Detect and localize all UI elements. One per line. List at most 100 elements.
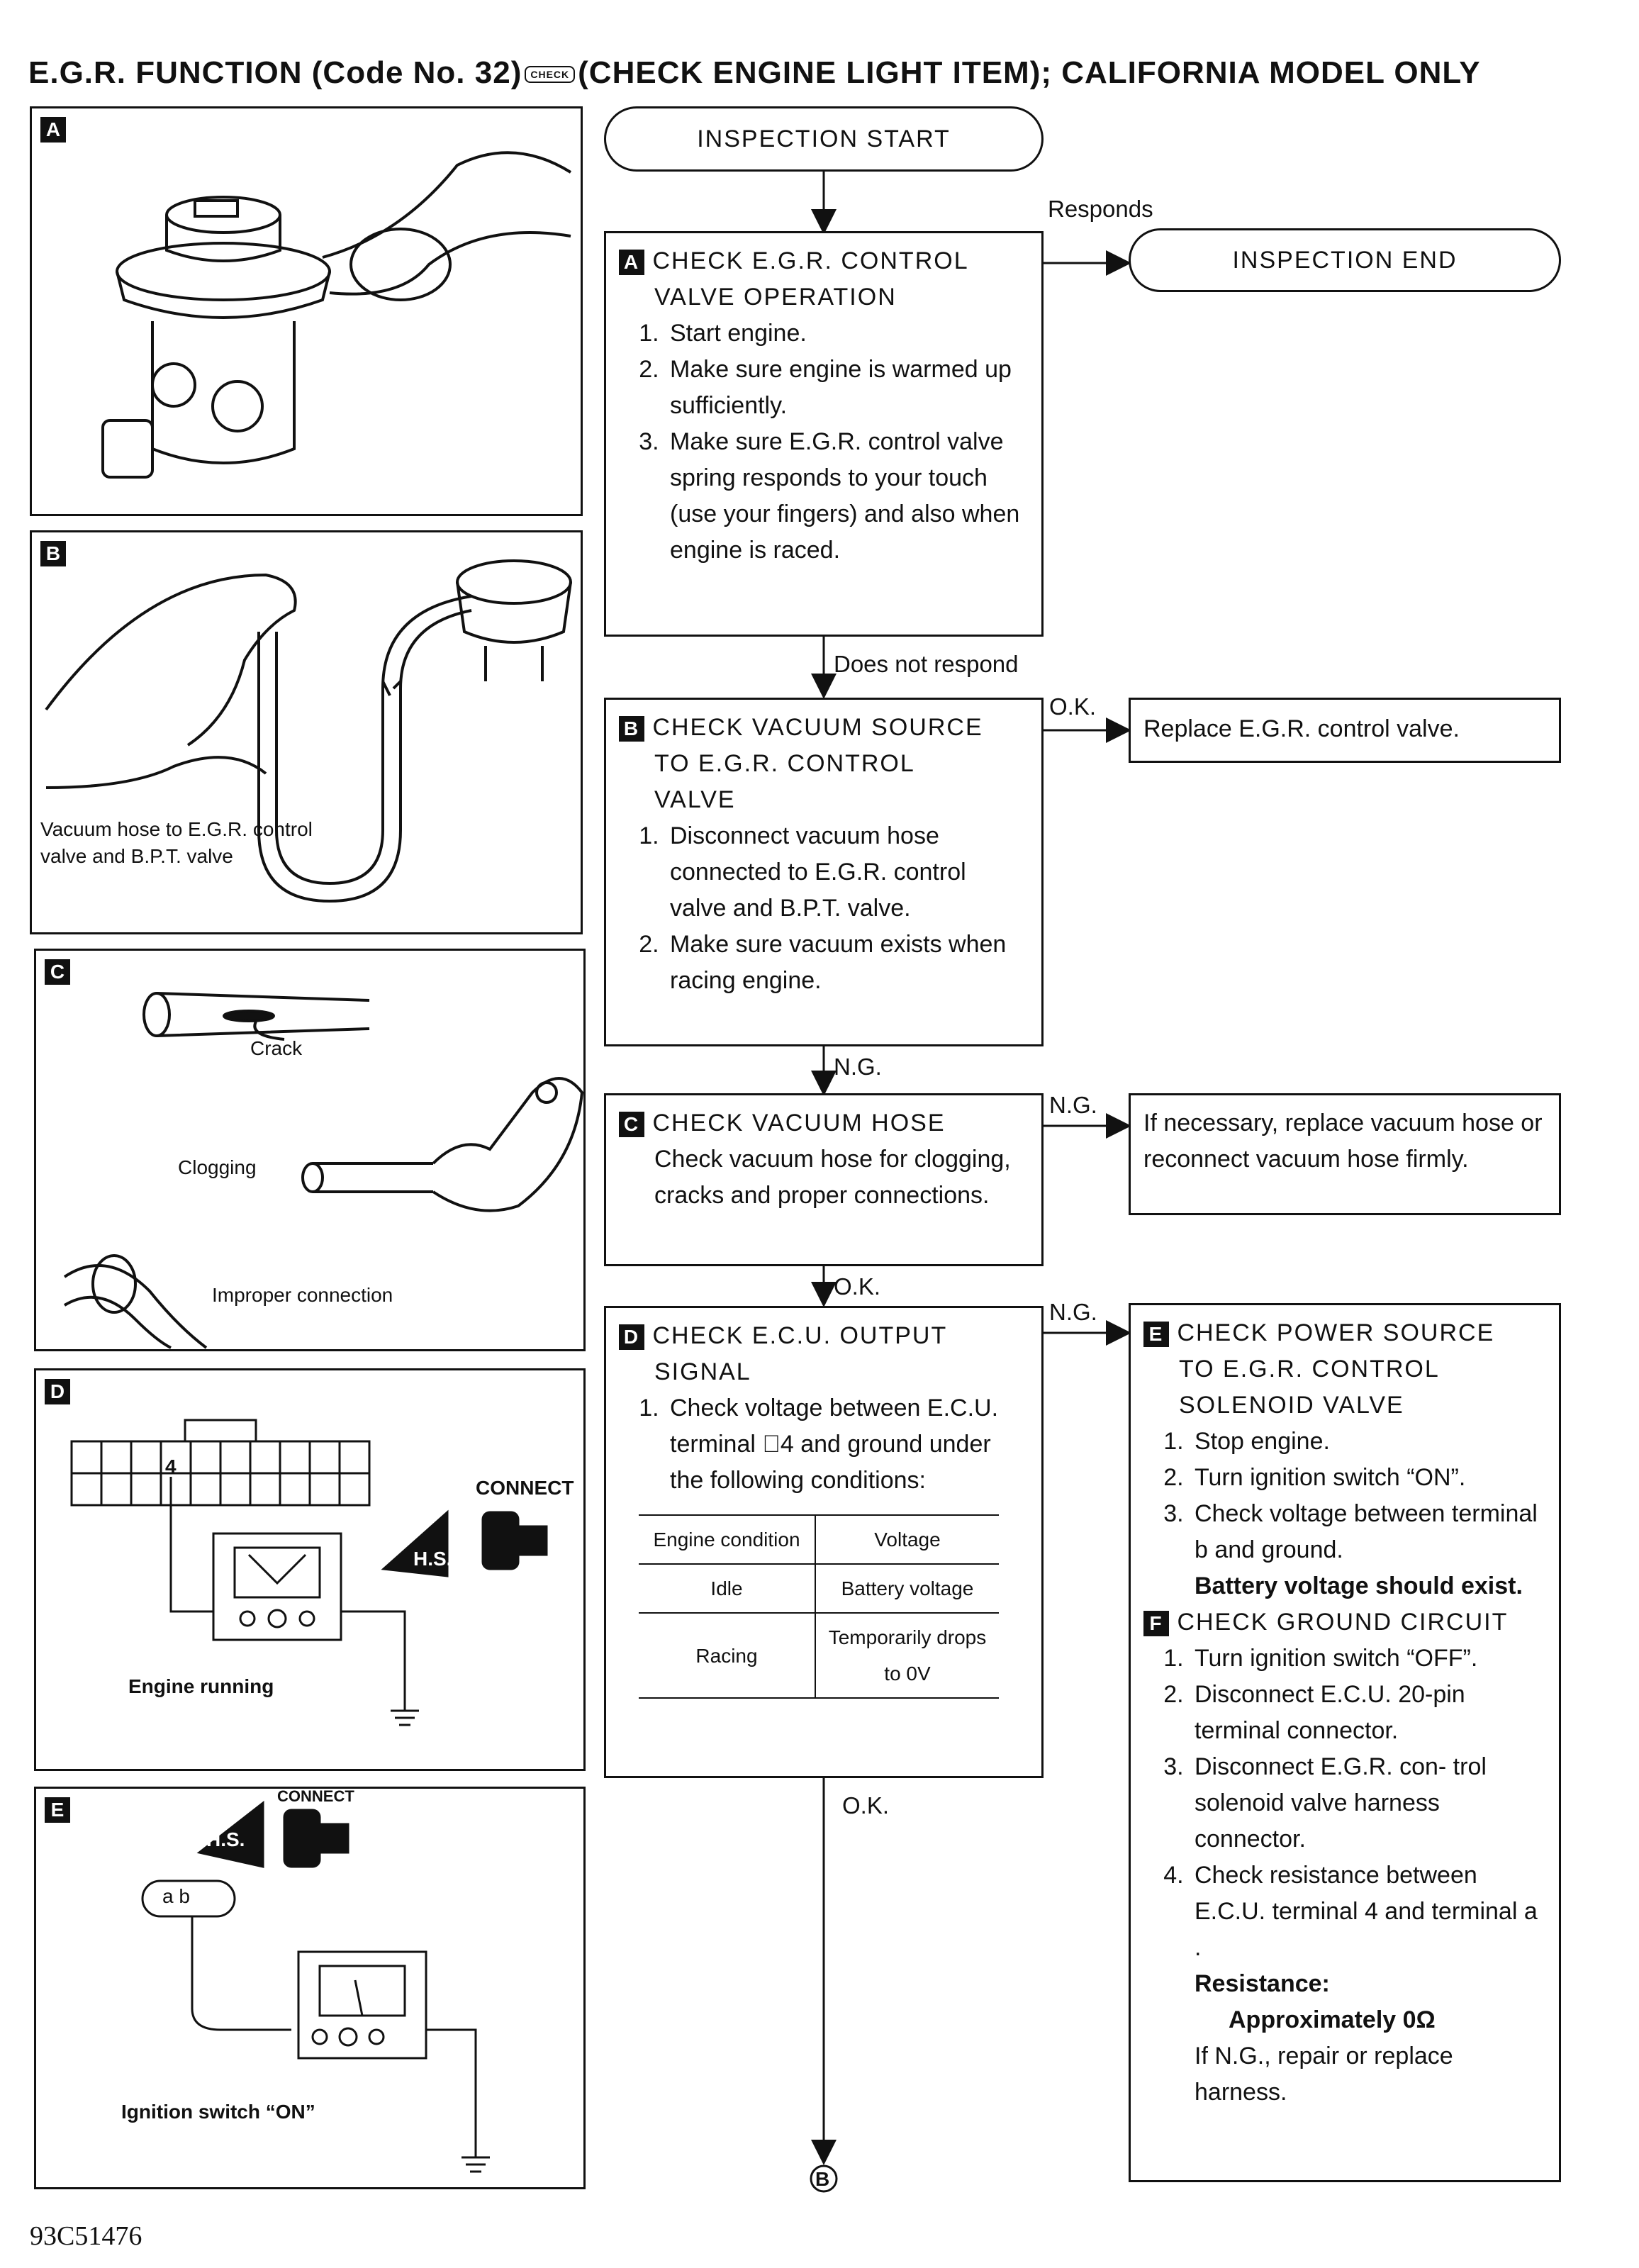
step-e-heading-2: TO E.G.R. CONTROL: [1179, 1356, 1440, 1382]
inspection-end: INSPECTION END: [1129, 228, 1561, 292]
title-prefix: E.G.R. FUNCTION (Code No. 32): [28, 55, 522, 90]
resistance-value: Approximately 0Ω: [1229, 2006, 1436, 2033]
step-e-heading: E CHECK POWER SOURCE: [1143, 1315, 1546, 1351]
label-ok-d: O.K.: [842, 1792, 890, 1819]
label-responds: Responds: [1048, 196, 1153, 222]
list-item: Check resistance between E.C.U. terminal…: [1190, 1858, 1546, 1966]
check-engine-icon: CHECK: [525, 66, 576, 84]
table-cell: Racing: [639, 1612, 815, 1699]
table-header: Voltage: [815, 1514, 999, 1564]
voltage-table: Engine condition Voltage Idle Battery vo…: [639, 1514, 999, 1699]
step-d-letter: D: [619, 1324, 644, 1350]
step-a-heading: A CHECK E.G.R. CONTROL: [619, 243, 1029, 279]
table-row: Racing Temporarily drops to 0V: [639, 1612, 999, 1699]
list-item: Turn ignition switch “ON”.: [1190, 1460, 1546, 1496]
step-c-body: Check vacuum hose for clogging, cracks a…: [654, 1146, 1011, 1209]
step-a-box: A CHECK E.G.R. CONTROL VALVE OPERATION S…: [604, 231, 1044, 637]
figure-code: 93C51476: [30, 2221, 142, 2251]
inspection-start: INSPECTION START: [604, 106, 1044, 172]
vacuum-hose-illustration: [45, 559, 572, 903]
panel-d-caption: Engine running: [128, 1675, 274, 1697]
step-b-heading-2: TO E.G.R. CONTROL: [654, 750, 915, 777]
step-c-heading: C CHECK VACUUM HOSE: [619, 1105, 1029, 1141]
egr-valve-illustration: [101, 151, 572, 479]
step-b-letter: B: [619, 716, 644, 742]
panel-e-letter: E: [45, 1797, 70, 1823]
step-d-list: Check voltage between E.C.U. terminal ⃝4…: [619, 1390, 1029, 1499]
panel-d-letter: D: [45, 1379, 70, 1404]
panel-b-letter: B: [40, 541, 66, 566]
step-e-heading-3: SOLENOID VALVE: [1179, 1392, 1404, 1419]
panel-d: D 4 H.S. CONNECT Engine running: [34, 1368, 586, 1771]
panel-c-crack-label: Crack: [250, 1037, 303, 1059]
panel-e-caption: Ignition switch “ON”: [121, 2101, 315, 2123]
step-d-heading: D CHECK E.C.U. OUTPUT: [619, 1318, 1029, 1354]
panel-d-pin-label: 4: [165, 1456, 177, 1477]
list-item: Disconnect E.G.R. con- trol solenoid val…: [1190, 1749, 1546, 1858]
list-item: Make sure engine is warmed up sufficient…: [666, 352, 1029, 424]
panel-c: C Crack Clogging Improper connection: [34, 949, 586, 1351]
step-d-box: D CHECK E.C.U. OUTPUT SIGNAL Check volta…: [604, 1306, 1044, 1778]
list-item: Disconnect vacuum hose connected to E.G.…: [666, 818, 1029, 927]
list-item: Stop engine.: [1190, 1424, 1546, 1460]
step-b-result: Replace E.G.R. control valve.: [1129, 698, 1561, 763]
step-f-heading: F CHECK GROUND CIRCUIT: [1143, 1604, 1546, 1641]
label-ng-d: N.G.: [1049, 1299, 1097, 1325]
list-item: Check voltage between terminal b and gro…: [1190, 1496, 1546, 1568]
label-ng-c: N.G.: [1049, 1092, 1097, 1118]
solenoid-connector-illustration: [141, 1800, 490, 2173]
step-c-box: C CHECK VACUUM HOSE Check vacuum hose fo…: [604, 1093, 1044, 1266]
table-cell: Idle: [639, 1563, 815, 1613]
title-suffix: (CHECK ENGINE LIGHT ITEM); CALIFORNIA MO…: [578, 55, 1481, 90]
step-e-list: Stop engine. Turn ignition switch “ON”. …: [1143, 1424, 1546, 1568]
step-ef-box: E CHECK POWER SOURCE TO E.G.R. CONTROL S…: [1129, 1303, 1561, 2182]
panel-e-ab-terminals: a b: [162, 1885, 190, 1907]
step-d-heading-2: SIGNAL: [654, 1358, 751, 1385]
table-cell: Battery voltage: [815, 1563, 999, 1613]
list-item: Make sure E.G.R. control valve spring re…: [666, 424, 1029, 569]
page-title: E.G.R. FUNCTION (Code No. 32)CHECK(CHECK…: [28, 55, 1481, 91]
table-header-row: Engine condition Voltage: [639, 1514, 999, 1564]
step-f-footer: If N.G., repair or replace harness.: [1195, 2043, 1453, 2106]
panel-e: E H.S. CONNECT a b Ignition switch “ON”: [34, 1787, 586, 2189]
step-c-letter: C: [619, 1112, 644, 1137]
list-item: Disconnect E.C.U. 20-pin terminal connec…: [1190, 1677, 1546, 1749]
ecu-connector-illustration: [70, 1419, 548, 1726]
panel-a: A: [30, 106, 583, 516]
step-f-list: Turn ignition switch “OFF”. Disconnect E…: [1143, 1641, 1546, 1966]
table-cell: Temporarily drops to 0V: [815, 1612, 999, 1699]
panel-d-connect-label: CONNECT: [476, 1477, 574, 1499]
step-b-list: Disconnect vacuum hose connected to E.G.…: [619, 818, 1029, 999]
panel-e-connect-label: CONNECT: [277, 1787, 354, 1805]
panel-d-hs-icon: H.S.: [413, 1548, 452, 1570]
list-item: Turn ignition switch “OFF”.: [1190, 1641, 1546, 1677]
step-e-note: Battery voltage should exist.: [1195, 1572, 1523, 1599]
step-a-letter: A: [619, 250, 644, 275]
step-e-letter: E: [1143, 1322, 1169, 1347]
list-item: Make sure vacuum exists when racing engi…: [666, 927, 1029, 999]
step-f-letter: F: [1143, 1611, 1169, 1636]
panel-a-letter: A: [40, 117, 66, 143]
goto-connector-label: B: [815, 2168, 830, 2190]
step-b-box: B CHECK VACUUM SOURCE TO E.G.R. CONTROL …: [604, 698, 1044, 1046]
panel-c-letter: C: [45, 959, 70, 985]
step-a-heading-2: VALVE OPERATION: [654, 284, 897, 311]
panel-b: B Vacuum hose to E.G.R. control valve an…: [30, 530, 583, 934]
panel-e-hs-icon: H.S.: [206, 1828, 245, 1850]
resistance-label: Resistance:: [1195, 1970, 1330, 1997]
label-ok-c: O.K.: [834, 1273, 881, 1300]
label-ng-b: N.G.: [834, 1054, 882, 1080]
panel-c-improper-label: Improper connection: [212, 1284, 393, 1306]
step-b-heading-3: VALVE: [654, 786, 736, 813]
step-b-heading: B CHECK VACUUM SOURCE: [619, 710, 1029, 746]
panel-b-label: Vacuum hose to E.G.R. control valve and …: [40, 818, 313, 867]
list-item: Start engine.: [666, 315, 1029, 352]
hose-defects-illustration: [63, 992, 584, 1349]
table-header: Engine condition: [639, 1514, 815, 1564]
list-item: Check voltage between E.C.U. terminal ⃝4…: [666, 1390, 1029, 1499]
panel-c-clogging-label: Clogging: [178, 1156, 257, 1178]
step-c-result: If necessary, replace vacuum hose or rec…: [1129, 1093, 1561, 1215]
step-a-list: Start engine. Make sure engine is warmed…: [619, 315, 1029, 569]
table-row: Idle Battery voltage: [639, 1563, 999, 1613]
